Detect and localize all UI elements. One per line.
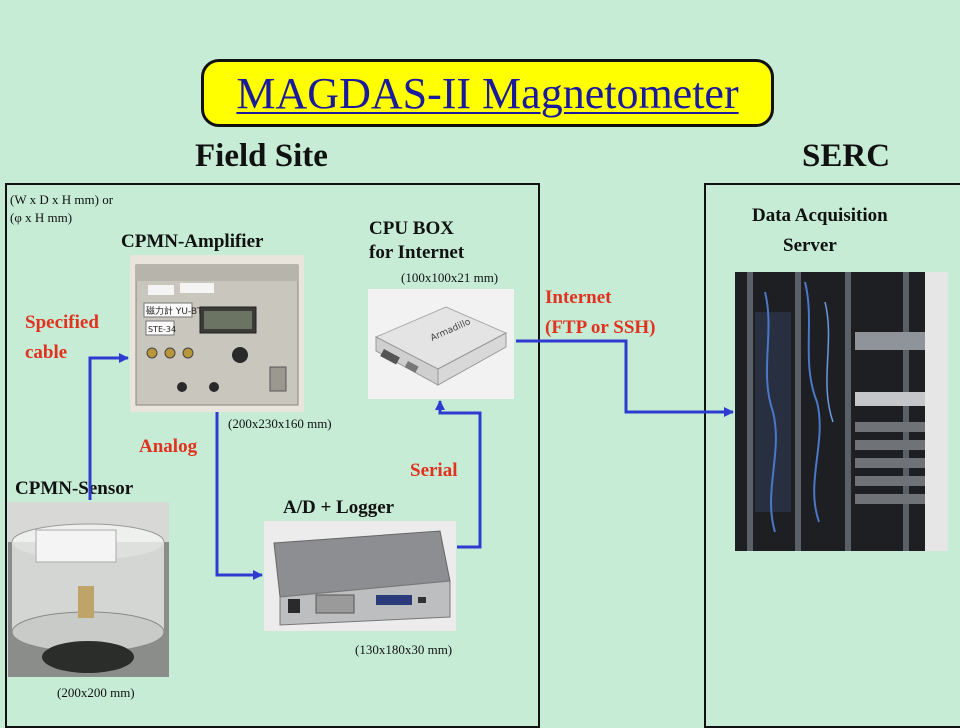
dimension-note-line1: (W x D x H mm) or <box>10 192 114 207</box>
logger-photo <box>264 521 456 631</box>
dimension-note-line2: (φ x H mm) <box>10 210 73 225</box>
server-photo <box>735 272 948 551</box>
amplifier-panel-text-1: 磁力計 YU-BT <box>146 305 203 317</box>
logger-size: (130x180x30 mm) <box>355 642 453 657</box>
amplifier-panel-text-2: STE-34 <box>148 325 176 334</box>
cpu-box-photo: Armadillo <box>368 289 514 399</box>
internet-label-line2: (FTP or SSH) <box>545 317 656 338</box>
specified-cable-label-line2: cable <box>25 342 68 363</box>
logger-label: A/D + Logger <box>283 497 395 518</box>
cpu-box-size: (100x100x21 mm) <box>401 270 499 285</box>
cpu-box-label-line2: for Internet <box>369 242 465 263</box>
serial-label: Serial <box>410 460 458 481</box>
title-banner: MAGDAS-II Magnetometer <box>201 59 774 127</box>
amplifier-photo: 磁力計 YU-BT STE-34 <box>130 255 304 412</box>
analog-label: Analog <box>139 436 198 457</box>
cpu-box-label-line1: CPU BOX <box>369 218 454 239</box>
amplifier-label: CPMN-Amplifier <box>121 231 264 252</box>
sensor-photo <box>8 502 169 677</box>
specified-cable-label-line1: Specified <box>25 312 99 333</box>
sensor-size: (200x200 mm) <box>57 685 135 700</box>
internet-label-line1: Internet <box>545 287 612 308</box>
field-site-heading: Field Site <box>195 138 328 174</box>
server-label-line1: Data Acquisition <box>752 205 888 226</box>
server-label-line2: Server <box>783 235 837 256</box>
sensor-label: CPMN-Sensor <box>15 478 134 499</box>
serc-heading: SERC <box>802 138 891 174</box>
internet-cpu-to-server <box>516 339 734 417</box>
amplifier-size: (200x230x160 mm) <box>228 416 332 431</box>
page-title: MAGDAS-II Magnetometer <box>236 68 739 118</box>
